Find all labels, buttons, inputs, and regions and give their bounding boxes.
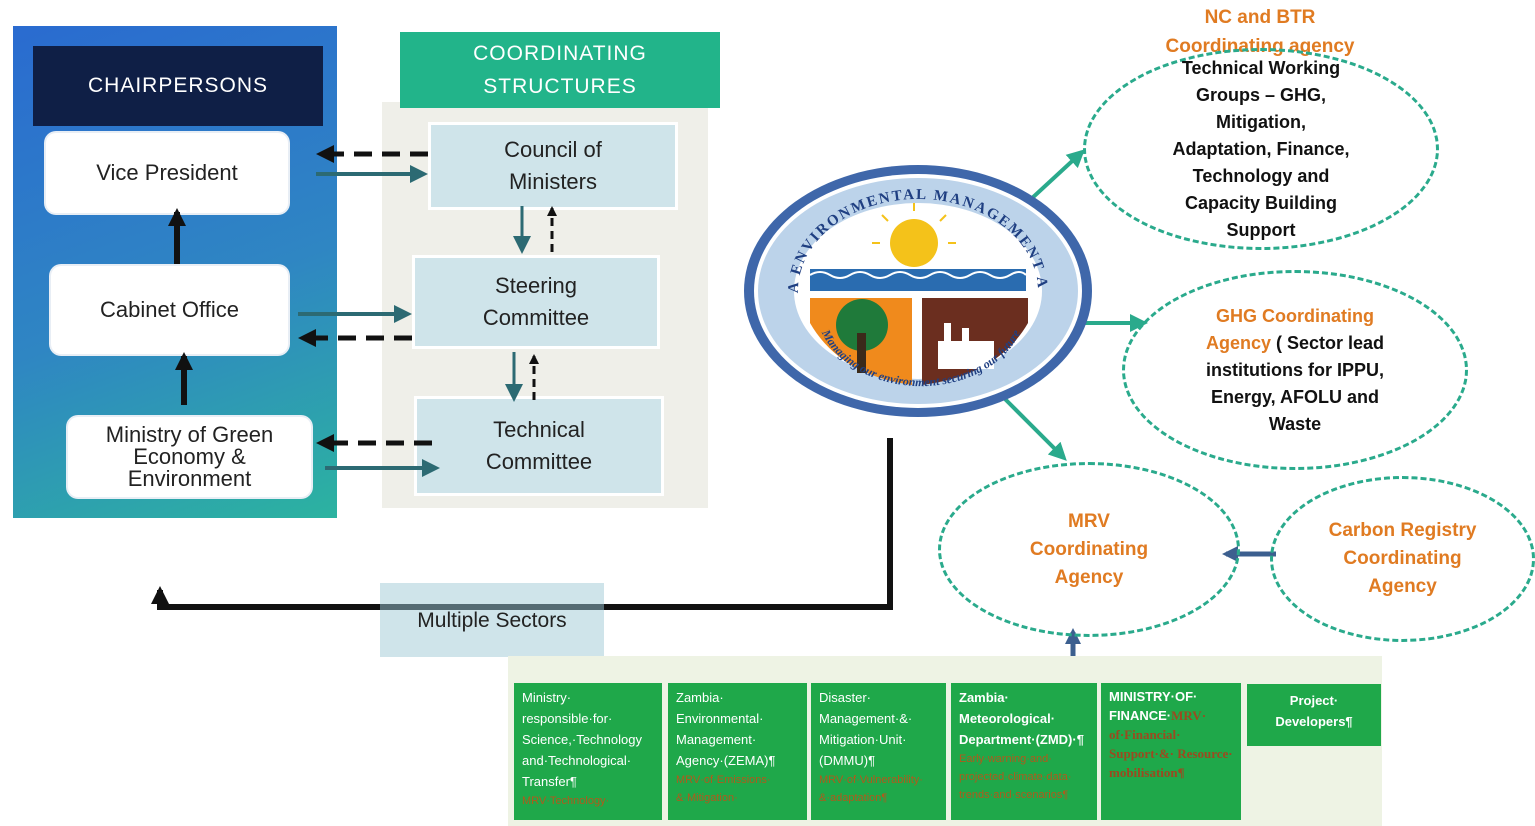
steering-line1: Steering	[495, 273, 577, 298]
sector-text-line: Developers¶	[1275, 714, 1353, 729]
chairpersons-header: CHAIRPERSONS	[33, 46, 323, 126]
nc-btr-ellipse: Technical Working Groups – GHG, Mitigati…	[1083, 48, 1439, 250]
ministry-label-line2: Economy &	[133, 444, 246, 469]
sector-text-line: Disaster·	[819, 690, 872, 705]
ghg-title-agency: Agency	[1205, 332, 1271, 353]
vice-president-label: Vice President	[96, 160, 238, 185]
sector-sub-line: MRV·of·Emissions· &·Mitigation·	[676, 774, 771, 804]
arrow-zema-to-nc-btr	[1028, 149, 1085, 202]
carbon-registry-ellipse: Carbon Registry Coordinating Agency	[1270, 476, 1535, 642]
steering-line2: Committee	[482, 305, 590, 330]
multiple-sectors-label: Multiple Sectors	[417, 609, 567, 632]
nc-btr-line: Support	[1226, 219, 1296, 240]
technical-line1: Technical	[493, 417, 585, 442]
sector-sub-line: MRV·Technology·	[522, 795, 610, 807]
cabinet-office-box: Cabinet Office	[51, 266, 288, 354]
ministry-green-economy-box: Ministry of Green Economy & Environment	[68, 417, 311, 497]
sector-text-line: Mitigation·Unit·	[819, 732, 907, 747]
ministry-label-line1: Ministry of Green	[105, 422, 274, 447]
mrv-line: Agency	[1054, 566, 1124, 588]
sector-text-line: Ministry·	[522, 690, 572, 705]
ghg-line: Waste	[1268, 413, 1322, 434]
sector-text-line: Zambia·	[676, 690, 724, 705]
multiple-sectors-line	[380, 604, 604, 610]
coordinating-header-line2: STRUCTURES	[483, 75, 637, 98]
arrow-zema-to-multiple-sectors	[151, 438, 893, 610]
technical-line2: Committee	[485, 449, 593, 474]
sector-finance-sub: MRV· of·Financial· Support·&· Resource· …	[1109, 708, 1233, 780]
steering-committee-box: Steering Committee	[412, 255, 660, 349]
coordinating-header: COORDINATING STRUCTURES	[400, 32, 720, 108]
council-line2: Ministers	[508, 169, 597, 194]
sector-text-line: and·Technological·	[522, 753, 632, 768]
nc-btr-line: Adaptation, Finance,	[1172, 138, 1350, 159]
sector-sub-line: MRV·of·Vulnerability· &·adaptation¶	[819, 774, 923, 804]
ghg-line: institutions for IPPU,	[1206, 359, 1384, 380]
sector-text-line: Project·	[1289, 693, 1339, 708]
arrow-zema-to-mrv	[1002, 396, 1067, 461]
sector-box-science-technology: Ministry· responsible·for· Science,·Tech…	[514, 683, 662, 820]
sector-text-line: (DMMU)¶	[819, 753, 876, 768]
nc-btr-title-line1: NC and BTR	[1204, 7, 1316, 28]
carbon-line: Agency	[1368, 576, 1437, 597]
technical-committee-box: Technical Committee	[414, 396, 664, 496]
ghg-title-line1: GHG Coordinating	[1216, 305, 1374, 326]
ghg-ellipse: GHG Coordinating Agency ( Sector lead in…	[1122, 270, 1468, 470]
vice-president-box: Vice President	[46, 133, 288, 213]
nc-btr-line: Technical Working	[1181, 57, 1341, 78]
carbon-line: Carbon Registry	[1328, 520, 1477, 541]
mrv-ellipse: MRV Coordinating Agency	[938, 462, 1240, 637]
nc-btr-line: Groups – GHG,	[1195, 84, 1327, 105]
sector-box-zmd: Zambia· Meteorological· Department·(ZMD)…	[951, 683, 1097, 820]
sector-sub-line: Early·warning·and· projected·climate·dat…	[959, 753, 1072, 801]
sector-text-line: Environmental·	[676, 711, 764, 726]
nc-btr-line: Technology and	[1192, 165, 1330, 186]
sector-text-line: Transfer¶	[522, 774, 577, 789]
sector-text-line: Science,·Technology	[522, 732, 642, 747]
council-line1: Council of	[504, 137, 602, 162]
ghg-title-rest: ( Sector lead	[1270, 332, 1385, 353]
mrv-line: Coordinating	[1029, 538, 1149, 560]
sector-text-line: Zambia·	[959, 690, 1009, 705]
sector-text-line: Management·	[676, 732, 757, 747]
sector-text-line: responsible·for·	[522, 711, 613, 726]
sector-text-line: Meteorological·	[959, 711, 1056, 726]
mrv-line: MRV	[1068, 510, 1110, 532]
sector-box-project-developers: Project· Developers¶	[1247, 684, 1381, 746]
sector-box-dmmu: Disaster· Management·&· Mitigation·Unit·…	[811, 683, 946, 820]
coordinating-header-line1: COORDINATING	[473, 42, 647, 65]
ghg-line: Energy, AFOLU and	[1210, 386, 1379, 407]
cabinet-office-label: Cabinet Office	[99, 297, 239, 322]
zema-logo: ZAMBIA ENVIRONMENTAL MANAGEMENT AGENCY M…	[740, 163, 1092, 417]
nc-btr-line: Mitigation,	[1216, 111, 1306, 132]
carbon-line: Coordinating	[1343, 548, 1462, 569]
sector-box-finance: MINISTRY·OF· FINANCE·MRV· of·Financial· …	[1101, 683, 1241, 820]
multiple-sectors-box: Multiple Sectors	[380, 583, 604, 657]
sector-box-zema: Zambia· Environmental· Management· Agenc…	[668, 683, 807, 820]
sector-text-line: Agency·(ZEMA)¶	[676, 753, 776, 768]
sector-text-line: Management·&·	[819, 711, 913, 726]
sector-finance-text: MINISTRY·OF· FINANCE·	[1109, 689, 1198, 723]
ministry-label-line3: Environment	[127, 466, 252, 491]
nc-btr-line: Capacity Building	[1184, 192, 1337, 213]
sector-text-line: Department·(ZMD)·¶	[959, 732, 1084, 747]
